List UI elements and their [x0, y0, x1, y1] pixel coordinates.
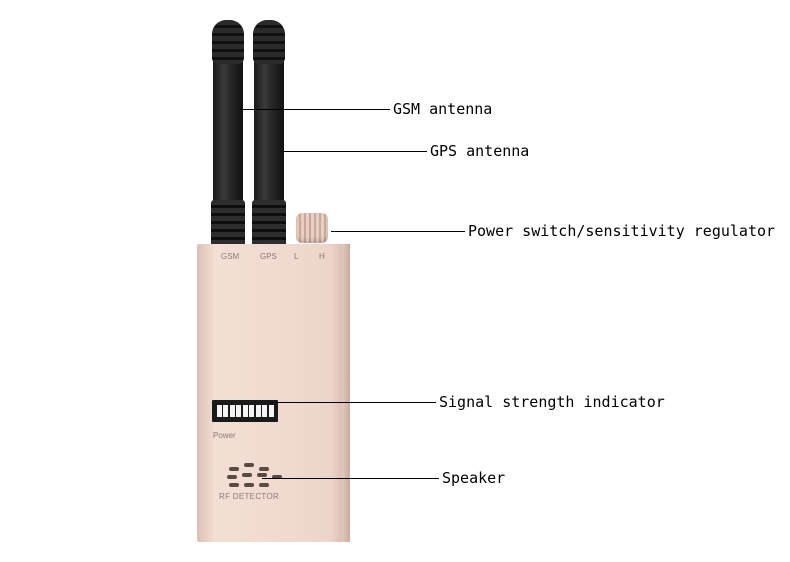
speaker-hole [272, 475, 282, 479]
power-knob [296, 213, 328, 243]
model-label: RF DETECTOR [219, 492, 280, 501]
power-label: Power [213, 431, 236, 440]
led-segment [268, 405, 274, 417]
speaker-hole [242, 473, 252, 477]
speaker-hole [244, 483, 254, 487]
signal-led-panel [212, 400, 278, 422]
callout-signal-indicator: Signal strength indicator [439, 393, 665, 411]
device-edge [342, 244, 350, 542]
led-segment [236, 405, 241, 417]
speaker-hole [259, 483, 269, 487]
gps-antenna-collar [252, 200, 286, 248]
port-label-gsm: GSM [221, 252, 240, 261]
speaker-hole [229, 467, 239, 471]
led-segment [255, 405, 261, 417]
led-segment [262, 405, 267, 417]
speaker-hole [257, 473, 267, 477]
callout-gps-antenna: GPS antenna [430, 142, 530, 160]
led-segment [242, 405, 248, 417]
gps-antenna [252, 20, 286, 248]
power-leader-line [331, 231, 465, 232]
speaker-hole [229, 483, 239, 487]
led-segment [249, 405, 254, 417]
gps-antenna-tip [253, 20, 285, 64]
port-label-low: L [294, 252, 299, 261]
gsm-antenna-tip [212, 20, 244, 64]
gsm-antenna-collar [211, 200, 245, 248]
device-body [197, 244, 350, 542]
port-label-high: H [319, 252, 325, 261]
gps-leader-line [281, 151, 427, 152]
gsm-antenna [211, 20, 245, 248]
led-segment [229, 405, 235, 417]
speaker-hole [227, 475, 237, 479]
gsm-leader-line [240, 109, 390, 110]
speaker-hole [244, 463, 254, 467]
led-segment [216, 405, 222, 417]
callout-speaker: Speaker [442, 469, 506, 487]
led-segment [223, 405, 228, 417]
port-label-gps: GPS [260, 252, 277, 261]
callout-gsm-antenna: GSM antenna [393, 100, 493, 118]
speaker-leader-line [262, 478, 439, 479]
signal-leader-line [271, 402, 436, 403]
speaker-hole [259, 467, 269, 471]
callout-power-switch: Power switch/sensitivity regulator [468, 222, 776, 240]
